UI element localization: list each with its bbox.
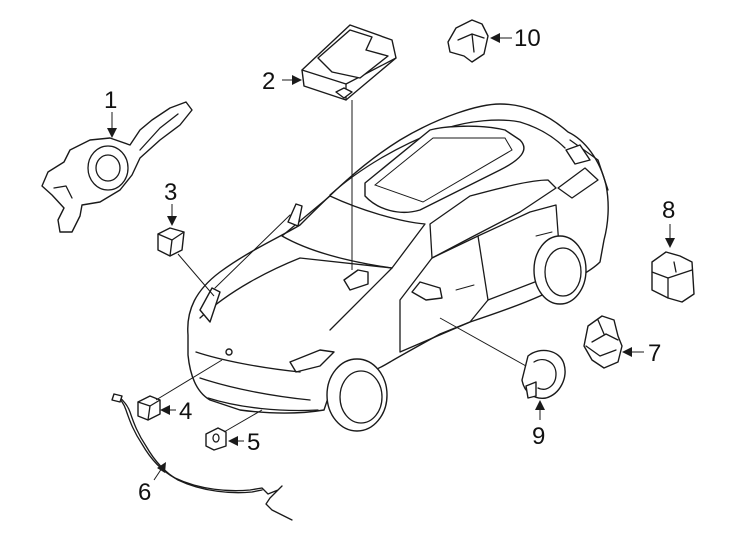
part-10-connector <box>447 19 489 63</box>
part-3-sensor <box>157 227 185 257</box>
callout-6: 6 <box>138 479 151 506</box>
callout-arrows <box>107 33 675 481</box>
leader-lines <box>155 100 527 433</box>
part-9-sounder <box>521 349 566 399</box>
callout-3: 3 <box>164 179 177 206</box>
callout-1: 1 <box>104 87 117 114</box>
part-8-control-unit <box>651 251 695 303</box>
callout-9: 9 <box>532 423 545 450</box>
callout-7: 7 <box>648 340 661 367</box>
part-6-wiring-harness <box>111 393 293 521</box>
callout-2: 2 <box>262 68 275 95</box>
callout-8: 8 <box>662 197 675 224</box>
part-2-airbag-module <box>301 24 397 101</box>
callout-10: 10 <box>514 25 541 52</box>
callout-4: 4 <box>179 398 192 425</box>
vehicle-outline <box>187 103 609 432</box>
part-5-impact-sensor <box>205 427 227 451</box>
callout-labels: 1 2 3 4 5 6 7 8 9 10 <box>104 25 675 506</box>
part-1-clock-spring <box>41 101 193 233</box>
callout-5: 5 <box>247 429 260 456</box>
part-4-impact-sensor <box>137 395 161 421</box>
part-7-sensor-module <box>583 315 623 369</box>
